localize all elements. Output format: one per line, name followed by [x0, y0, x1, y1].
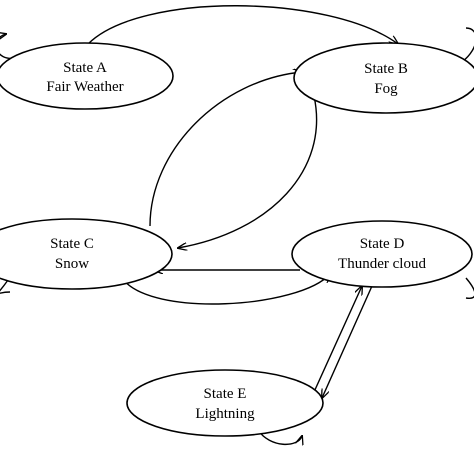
- node-subtitle: Fog: [374, 81, 398, 97]
- node-state-d: State D Thunder cloud: [291, 220, 473, 288]
- node-subtitle: Snow: [55, 256, 89, 272]
- edge-c-to-b: [149, 72, 302, 227]
- node-shape: [291, 220, 473, 288]
- node-subtitle: Fair Weather: [46, 79, 123, 95]
- node-shape: [0, 218, 173, 290]
- node-shape: [126, 369, 324, 437]
- node-state-e: State E Lightning: [126, 369, 324, 437]
- node-title: State A: [63, 60, 107, 76]
- node-state-c: State C Snow: [0, 218, 173, 290]
- node-state-b: State B Fog: [293, 42, 474, 114]
- node-subtitle: Lightning: [195, 406, 255, 422]
- node-state-a: State A Fair Weather: [0, 42, 174, 110]
- node-shape: [0, 42, 174, 110]
- node-title: State C: [50, 236, 94, 252]
- edge-b-to-c: [178, 95, 318, 248]
- node-title: State E: [204, 386, 247, 402]
- edge-a-to-a: [0, 34, 17, 59]
- edge-c-to-c: [0, 279, 11, 294]
- edges: [0, 5, 474, 445]
- node-title: State D: [360, 236, 405, 252]
- node-subtitle: Thunder cloud: [338, 256, 426, 272]
- edge-c-to-d: [121, 274, 330, 305]
- edge-d-to-d: [465, 277, 474, 299]
- edge-b-to-b: [461, 27, 474, 63]
- node-shape: [293, 42, 474, 114]
- edge-d-to-e: [322, 285, 373, 398]
- node-title: State B: [364, 61, 408, 77]
- edge-e-to-d: [313, 286, 362, 393]
- edge-a-to-b: [87, 5, 398, 44]
